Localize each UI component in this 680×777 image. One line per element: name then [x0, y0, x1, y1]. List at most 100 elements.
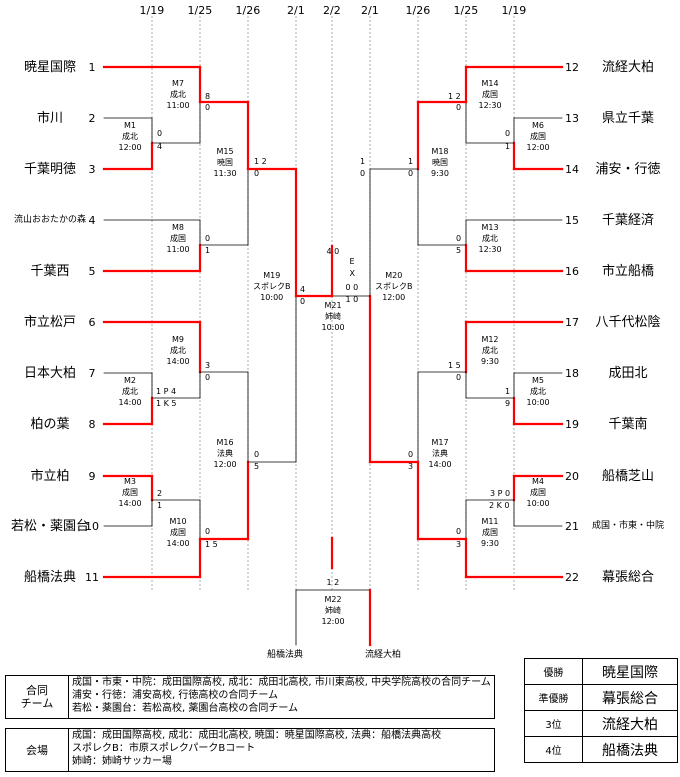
team-seed-left: 10 — [85, 519, 99, 533]
venue-legend-head: 会場 — [5, 728, 69, 772]
score-m11-bot: 3 — [456, 540, 462, 549]
score-m21-top: 4 0 — [326, 247, 340, 256]
score-m21-zero: 0 0 — [345, 283, 359, 292]
match-time: 12:00 — [213, 460, 237, 469]
team-seed-left: 2 — [88, 111, 96, 125]
match-time: 12:00 — [382, 293, 406, 302]
standing-rank: 優勝 — [524, 658, 583, 685]
score-m21-ex-e: E — [349, 257, 355, 266]
match-id: M9 — [172, 335, 185, 344]
team-name-right: 市立船橋 — [602, 263, 655, 279]
score-m16-bot: 5 — [254, 462, 260, 471]
final-standings-table: 優勝 暁星国際 準優勝 幕張総合 3位 流経大柏 4位 船橋法典 — [524, 658, 678, 763]
match-venue: 成北 — [122, 387, 139, 396]
match-time: 12:00 — [526, 143, 550, 152]
team-name-left: 若松・薬園台 — [11, 518, 90, 534]
score-m19-top: 4 — [300, 285, 306, 294]
match-id: M18 — [431, 147, 449, 156]
venue-line-3: 姉崎：姉崎サッカー場 — [72, 756, 172, 767]
score-m1-top: 0 — [157, 129, 163, 138]
match-id: M13 — [481, 223, 499, 232]
merged-team-legend-head: 合同 チーム — [5, 675, 69, 719]
team-seed-left: 1 — [88, 60, 96, 74]
team-name-right: 浦安・行徳 — [595, 161, 661, 177]
team-seed-right: 21 — [565, 519, 579, 533]
score-m15-bot: 0 — [254, 169, 260, 178]
score-m18-bot: 0 — [408, 169, 414, 178]
score-m5-top: 1 — [505, 387, 511, 396]
match-venue: 暁国 — [431, 158, 448, 167]
match-venue: 成北 — [170, 346, 187, 355]
team-name-left: 柏の葉 — [30, 416, 70, 432]
match-venue: 成北 — [122, 132, 139, 141]
merged-team-line-3: 若松・薬園台：若松高校, 薬園台高校の合同チーム — [72, 703, 299, 714]
team-name-left: 千葉西 — [30, 263, 70, 279]
team-seed-right: 14 — [565, 162, 579, 176]
score-m9-bot: 0 — [205, 373, 211, 382]
match-time: 10:00 — [321, 323, 345, 332]
score-m16-top: 0 — [254, 450, 260, 459]
match-venue: 成北 — [170, 90, 187, 99]
team-name-left: 流山おおたかの森 — [14, 214, 87, 225]
match-id: M11 — [481, 517, 499, 526]
team-seed-right: 16 — [565, 264, 579, 278]
match-time: 11:30 — [213, 169, 237, 178]
team-name-left: 千葉明徳 — [24, 161, 77, 177]
team-name-left: 市立柏 — [30, 468, 70, 484]
score-m21-ex-x: X — [349, 269, 355, 278]
score-m11-top: 0 — [456, 527, 462, 536]
match-venue: 法典 — [432, 449, 449, 458]
score-m17-top: 0 — [408, 450, 414, 459]
final-team-left: 船橋法典 — [267, 649, 304, 660]
standing-team: 流経大柏 — [582, 710, 678, 737]
match-id: M2 — [124, 376, 137, 385]
round-date: 2/2 — [323, 3, 341, 17]
score-m5-bot: 9 — [505, 399, 511, 408]
match-label-m18: M18 暁国 9:30 — [431, 146, 449, 179]
match-id: M4 — [532, 477, 545, 486]
score-m8-top: 0 — [205, 234, 211, 243]
round-date: 1/26 — [235, 3, 261, 17]
team-seed-right: 13 — [565, 111, 579, 125]
final-team-right: 流経大柏 — [365, 649, 402, 660]
match-time: 14:00 — [118, 499, 142, 508]
match-venue: 成国 — [530, 488, 547, 497]
merged-team-line-1: 成国・市東・中院：成田国際高校, 成北：成田北高校, 市川東高校, 中央学院高校… — [72, 677, 491, 688]
match-venue: スポレクB — [253, 282, 291, 291]
score-m14-bot: 0 — [456, 103, 462, 112]
match-time: 14:00 — [166, 539, 190, 548]
standing-rank: 4位 — [524, 736, 583, 763]
match-time: 9:30 — [481, 539, 499, 548]
score-m20-top: 1 — [360, 157, 366, 166]
match-id: M8 — [172, 223, 185, 232]
match-time: 14:00 — [428, 460, 452, 469]
team-name-left: 日本大柏 — [24, 365, 77, 381]
match-time: 9:30 — [431, 169, 449, 178]
score-m2-top: 1 P 4 — [156, 387, 177, 396]
score-m8-bot: 1 — [205, 246, 211, 255]
score-m9-top: 3 — [205, 361, 211, 370]
team-seed-left: 3 — [88, 162, 96, 176]
score-m10-bot: 1 5 — [205, 540, 218, 549]
standing-row: 3位 流経大柏 — [524, 710, 678, 737]
team-seed-left: 4 — [88, 213, 96, 227]
venue-line-1: 成国：成田国際高校, 成北：成田北高校, 暁国：暁星国際高校, 法典：船橋法典高… — [72, 730, 442, 741]
match-venue: 成北 — [530, 387, 547, 396]
team-seed-left: 8 — [88, 417, 96, 431]
score-m4-top: 3 P 0 — [490, 489, 511, 498]
score-m2-bot: 1 K 5 — [156, 399, 177, 408]
match-time: 9:30 — [481, 357, 499, 366]
match-venue: 法典 — [217, 449, 234, 458]
team-name-right: 千葉南 — [608, 416, 648, 432]
team-seed-right: 17 — [565, 315, 579, 329]
match-venue: 成北 — [482, 234, 499, 243]
score-m3-top: 2 — [157, 489, 163, 498]
